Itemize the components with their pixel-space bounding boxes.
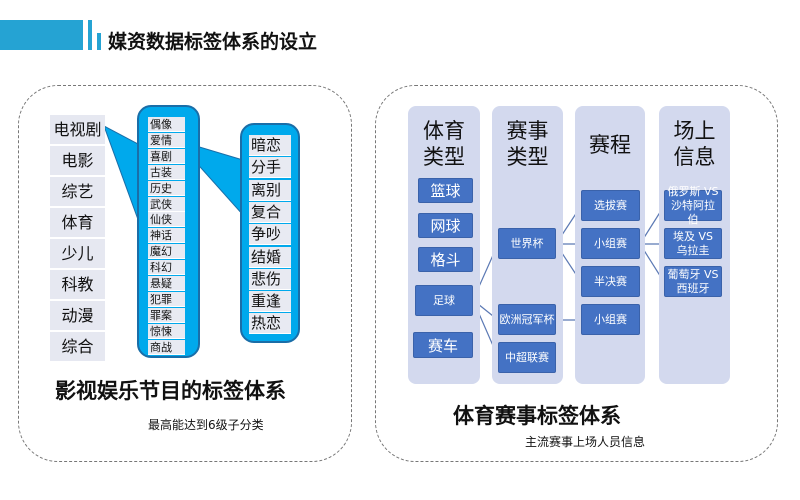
genre-item: 武侠 [148, 196, 185, 212]
column-header: 赛事 类型 [506, 119, 549, 169]
title-accent-bar [88, 20, 92, 50]
category-item: 科教 [50, 270, 105, 299]
genre-item: 犯罪 [148, 291, 185, 307]
genre-item: 爱情 [148, 132, 185, 148]
page-title: 媒资数据标签体系的设立 [108, 31, 318, 53]
category-item: 电影 [50, 146, 105, 175]
sport-type-node[interactable]: 足球 [415, 285, 473, 316]
event-node[interactable]: 欧洲冠军杯 [498, 304, 556, 335]
romance-tag-item: 悲伤 [249, 268, 291, 290]
genre-item: 古装 [148, 164, 185, 180]
sport-type-node[interactable]: 网球 [418, 213, 473, 238]
category-item: 体育 [50, 208, 105, 237]
genre-item: 惊悚 [148, 323, 185, 339]
column-header: 赛程 [589, 133, 631, 157]
romance-tag-item: 重逢 [249, 291, 291, 313]
category-item: 综合 [50, 332, 105, 361]
stage-node[interactable]: 半决赛 [581, 266, 640, 297]
genre-item: 偶像 [148, 117, 185, 132]
entertainment-caption: 影视娱乐节目的标签体系 [55, 379, 286, 403]
match-node[interactable]: 俄罗斯 VS 沙特阿拉伯 [664, 185, 722, 226]
stage-node[interactable]: 选拔赛 [581, 190, 640, 221]
romance-tag-item: 复合 [249, 201, 291, 223]
title-accent-bar [0, 20, 83, 50]
genre-item: 商战 [148, 339, 185, 355]
stage-node[interactable]: 小组赛 [581, 304, 640, 335]
event-node[interactable]: 世界杯 [498, 228, 556, 259]
entertainment-panel [18, 85, 352, 462]
event-node[interactable]: 中超联赛 [498, 342, 556, 373]
sport-type-node[interactable]: 赛车 [413, 332, 473, 358]
sports-note: 主流赛事上场人员信息 [525, 435, 646, 449]
romance-tag-item: 离别 [249, 179, 291, 201]
genre-item: 悬疑 [148, 276, 185, 291]
category-item: 少儿 [50, 239, 105, 268]
romance-tag-item: 结婚 [249, 246, 291, 268]
title-accent-bar [97, 33, 101, 50]
genre-item: 神话 [148, 228, 185, 244]
romance-tag-item: 争吵 [249, 224, 291, 246]
genre-item: 历史 [148, 180, 185, 196]
category-item: 综艺 [50, 177, 105, 206]
romance-tag-item: 暗恋 [249, 135, 291, 156]
column-header: 体育 类型 [423, 119, 465, 169]
romance-tag-item: 热恋 [249, 313, 291, 335]
genre-item: 罪案 [148, 307, 185, 323]
genre-item: 魔幻 [148, 244, 185, 260]
genre-item: 仙侠 [148, 212, 185, 228]
match-node[interactable]: 葡萄牙 VS 西班牙 [664, 266, 722, 297]
category-item: 电视剧 [50, 115, 105, 144]
stage-node[interactable]: 小组赛 [581, 228, 640, 259]
sport-type-node[interactable]: 篮球 [418, 178, 473, 203]
romance-tag-item: 分手 [249, 157, 291, 179]
column-header: 场上 信息 [673, 119, 716, 169]
entertainment-note: 最高能达到6级子分类 [148, 418, 264, 432]
sport-type-node[interactable]: 格斗 [418, 247, 473, 272]
genre-item: 科幻 [148, 260, 185, 276]
sports-caption: 体育赛事标签体系 [453, 404, 621, 428]
sports-panel [375, 85, 778, 462]
category-item: 动漫 [50, 301, 105, 330]
callout-tv [103, 124, 141, 226]
match-node[interactable]: 埃及 VS 乌拉圭 [664, 228, 722, 259]
genre-item: 喜剧 [148, 148, 185, 164]
